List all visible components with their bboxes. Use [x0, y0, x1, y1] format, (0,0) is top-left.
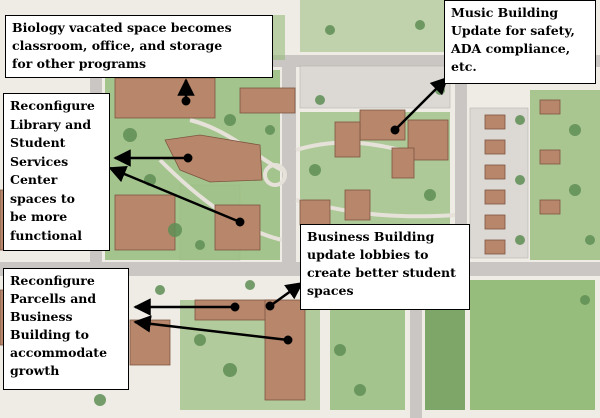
callout-line: etc. — [451, 59, 477, 74]
callout-line: spaces to — [10, 190, 75, 206]
callout-line: Reconfigure — [10, 98, 95, 113]
callout-line: Update for safety, — [451, 23, 575, 38]
callout-business-update: Business Building update lobbies to crea… — [300, 224, 470, 310]
callout-line: functional — [10, 227, 82, 243]
callout-line: Biology vacated space becomes — [12, 20, 232, 35]
callout-line: Library and — [10, 116, 92, 132]
callout-line: create better student — [307, 265, 456, 280]
callout-parcells: Reconfigure Parcells and Business Buildi… — [3, 268, 129, 390]
callout-line: Parcells and — [10, 291, 97, 306]
callout-line: for other programs — [12, 56, 147, 71]
callout-library: Reconfigure Library and Student Services… — [3, 93, 110, 251]
biology-building — [114, 77, 216, 119]
callout-line: ADA compliance, — [451, 41, 571, 56]
callout-line: classroom, office, and storage — [12, 38, 223, 53]
callout-biology: Biology vacated space becomes classroom,… — [5, 15, 273, 78]
callout-line: Center — [10, 172, 58, 187]
business-building — [264, 299, 306, 401]
student-services-building — [214, 204, 261, 251]
callout-line: accommodate — [10, 345, 108, 360]
callout-line: Building to — [10, 327, 89, 342]
callout-line: growth — [10, 363, 60, 378]
business-update-arrow — [269, 281, 304, 308]
callout-line: Music Building — [451, 5, 559, 20]
callout-line: Services — [10, 153, 69, 169]
callout-line: spaces — [307, 283, 354, 298]
callout-line: Business Building — [307, 229, 435, 244]
callout-line: Reconfigure — [10, 273, 95, 288]
callout-line: Student — [10, 135, 66, 150]
callout-music: Music Building Update for safety, ADA co… — [444, 0, 596, 84]
student-services-arrow — [108, 165, 241, 224]
music-arrow — [394, 76, 449, 131]
callout-line: update lobbies to — [307, 247, 429, 262]
music-building — [359, 109, 406, 141]
leader-arrows — [108, 76, 449, 345]
library-building — [164, 134, 263, 183]
callout-line: be more — [10, 209, 68, 224]
business-growth-arrow — [133, 315, 289, 342]
callout-line: Business — [10, 309, 73, 324]
